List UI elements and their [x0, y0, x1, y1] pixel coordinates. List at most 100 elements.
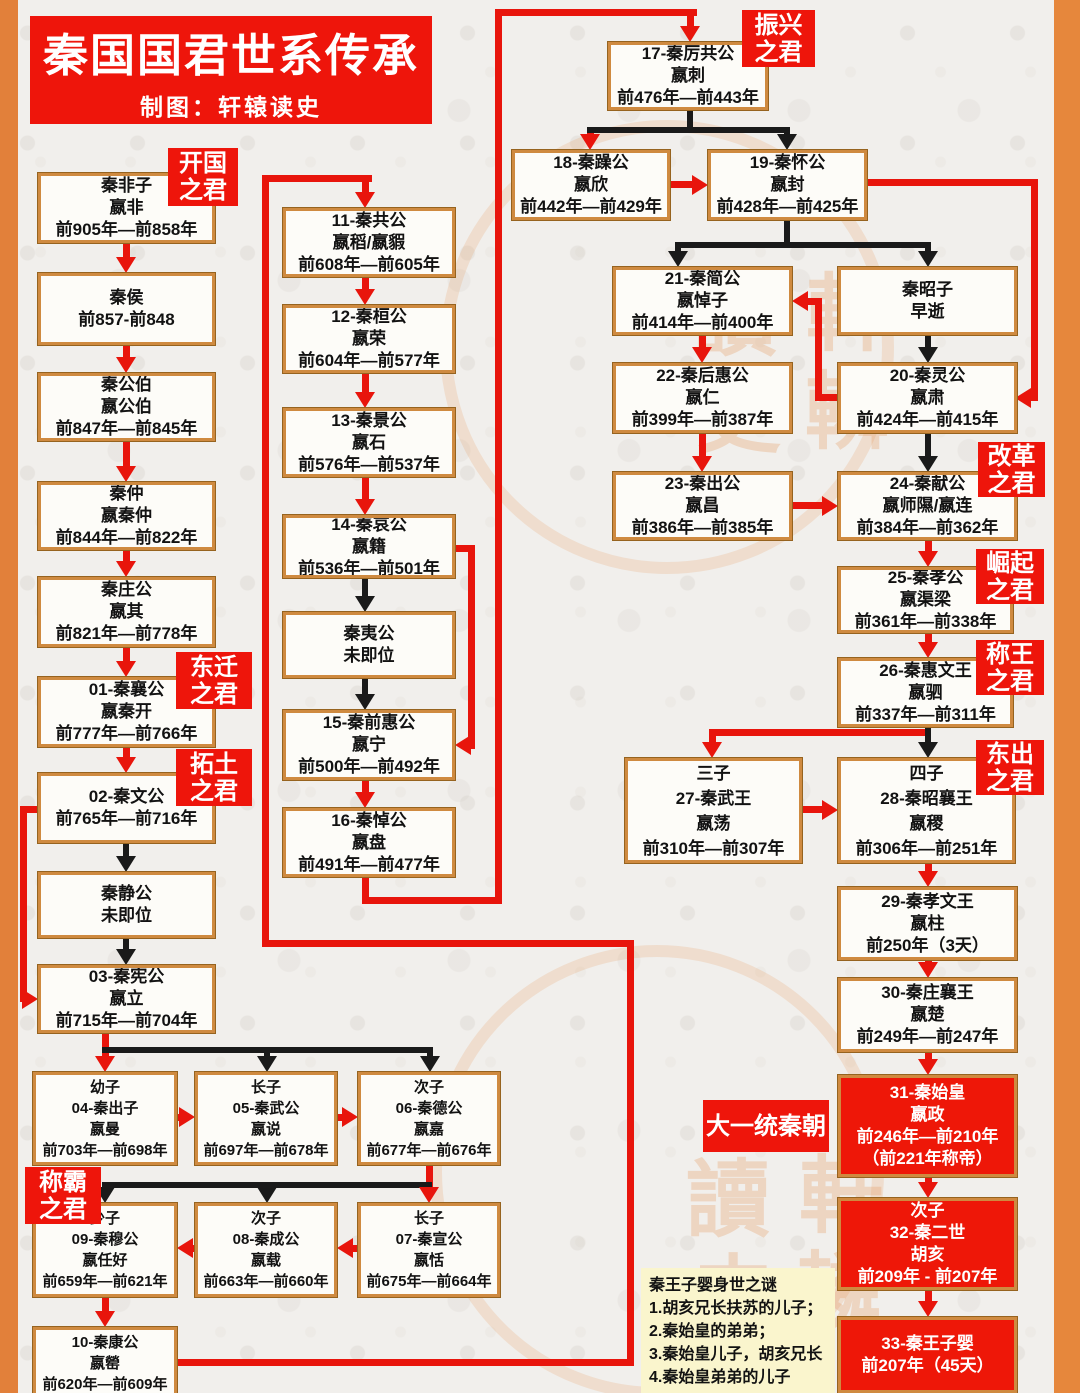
node-text-line: 前476年—前443年 — [617, 88, 759, 107]
red-arrowhead-down — [680, 26, 700, 42]
black-arrowhead-down — [918, 742, 938, 758]
connector-red-segment — [20, 806, 27, 1002]
badge-text-line: 东迁 — [190, 653, 238, 681]
red-arrowhead-down — [918, 1301, 938, 1317]
connector-red-segment — [123, 243, 130, 258]
badge-text-line: 之君 — [754, 38, 803, 66]
node-text-line: 前384年—前362年 — [856, 518, 999, 537]
node-24-xiangong: 24-秦献公嬴师隰/嬴连前384年—前362年 — [837, 471, 1018, 541]
node-03-xiangong: 03-秦宪公嬴立前715年—前704年 — [37, 964, 216, 1034]
node-text-line: 前715年—前704年 — [55, 1011, 198, 1030]
red-arrowhead-down — [702, 742, 722, 758]
node-text-line: 嬴罃 — [89, 1354, 120, 1372]
red-arrowhead-down — [355, 792, 375, 808]
node-13-jinggong: 13-秦景公嬴石前576年—前537年 — [282, 407, 456, 478]
node-text-line: 前246年—前210年 — [856, 1127, 999, 1146]
node-text-line: 前424年—前415年 — [856, 410, 999, 429]
node-19-huaigong: 19-秦怀公嬴封前428年—前425年 — [707, 149, 868, 221]
connector-red-segment — [362, 780, 369, 793]
red-arrowhead-down — [116, 257, 136, 273]
node-text-line: 未即位 — [343, 646, 395, 665]
node-qin-hou: 秦侯前857-前848 — [37, 272, 216, 346]
node-20-linggong: 20-秦灵公嬴肃前424年—前415年 — [837, 362, 1018, 434]
era-badge-zhenxing: 振兴之君 — [742, 10, 815, 67]
black-arrowhead-down — [777, 134, 797, 150]
red-arrowhead-down — [116, 561, 136, 577]
node-text-line: 嬴籍 — [352, 536, 386, 556]
node-text-line: 秦仲 — [109, 484, 144, 503]
connector-black-segment — [784, 220, 790, 248]
node-text-line: 12-秦桓公 — [331, 307, 407, 326]
node-text-line: 次子 — [413, 1078, 444, 1096]
node-text-line: 05-秦武公 — [232, 1099, 300, 1117]
red-arrowhead-down — [918, 962, 938, 978]
red-arrowhead-right — [179, 1107, 195, 1127]
connector-red-segment — [426, 1165, 433, 1188]
note-text-line: 1.胡亥兄长扶苏的儿子； — [649, 1300, 823, 1317]
red-arrowhead-down — [918, 871, 938, 887]
node-text-line: 前677年—前676年 — [366, 1141, 492, 1159]
node-text-line: 次子 — [250, 1210, 281, 1227]
node-text-line: 前207年（45天） — [861, 1356, 994, 1375]
badge-text-line: 之君 — [39, 1195, 87, 1223]
badge-text-line: 称霸 — [39, 1168, 87, 1196]
node-text-line: 嬴宁 — [352, 735, 386, 754]
node-text-line: 嬴政 — [910, 1105, 945, 1124]
connector-red-segment — [336, 1114, 344, 1121]
node-01-xianggong: 01-秦襄公嬴秦开前777年—前766年 — [37, 676, 216, 748]
node-text-line: 前765年—前716年 — [55, 809, 198, 828]
node-text-line: 嬴荣 — [352, 329, 386, 348]
node-text-line: 嬴驷 — [908, 682, 943, 702]
connector-red-segment — [495, 9, 697, 16]
connector-red-segment — [668, 181, 694, 188]
poster-title-block: 秦国国君世系传承 制图：轩辕读史 — [30, 16, 432, 124]
badge-text-line: 改革 — [987, 442, 1036, 470]
node-text-line: 次子 — [910, 1201, 945, 1220]
connector-red-segment — [20, 806, 42, 813]
era-badge-gaige: 改革之君 — [978, 442, 1045, 497]
node-text-line: 嬴恬 — [413, 1252, 444, 1269]
node-text-line: 前777年—前766年 — [55, 724, 198, 743]
era-badge-jueqi: 崛起之君 — [976, 549, 1044, 604]
node-text-line: 嬴肃 — [910, 388, 945, 407]
node-text-line: 嬴渠梁 — [900, 590, 951, 609]
red-arrowhead-down — [355, 499, 375, 515]
red-arrowhead-down — [116, 757, 136, 773]
red-arrowhead-right — [822, 496, 838, 516]
note-text-line: 4.秦始皇弟弟的儿子 — [649, 1369, 791, 1386]
node-text-line: 嬴秦仲 — [101, 506, 152, 525]
node-qin-zhaozi: 秦昭子早逝 — [837, 266, 1018, 336]
badge-text-line: 之君 — [986, 667, 1034, 695]
connector-red-segment — [102, 1033, 109, 1056]
red-arrowhead-left — [455, 735, 471, 755]
connector-black-segment — [362, 578, 368, 597]
connector-red-segment — [123, 550, 130, 562]
connector-red-segment — [362, 373, 369, 393]
node-text-line: 09-秦穆公 — [71, 1231, 139, 1248]
node-text-line: 前491年—前477年 — [298, 854, 440, 874]
connector-red-segment — [362, 175, 369, 193]
node-text-line: 秦侯 — [109, 288, 144, 307]
poster-credit: 制图：轩辕读史 — [140, 93, 322, 120]
red-arrowhead-down — [355, 192, 375, 208]
badge-text-line: 之君 — [190, 680, 238, 708]
node-qin-zhong: 秦仲嬴秦仲前844年—前822年 — [37, 481, 216, 551]
badge-text-line: 之君 — [986, 767, 1034, 795]
node-text-line: 长子 — [250, 1078, 281, 1096]
connector-red-segment — [925, 1290, 932, 1303]
note-text-line: 3.秦始皇儿子，胡亥兄长 — [649, 1346, 823, 1363]
node-qin-jinggong: 秦静公未即位 — [37, 871, 216, 939]
era-badge-dongchu: 东出之君 — [976, 740, 1044, 795]
node-16-daogong: 16-秦悼公嬴盘前491年—前477年 — [282, 807, 456, 878]
era-badge-chengwang: 称王之君 — [976, 640, 1044, 695]
era-badge-dongqian: 东迁之君 — [176, 652, 252, 709]
node-31-shihuang: 31-秦始皇嬴政前246年—前210年（前221年称帝） — [837, 1074, 1018, 1178]
connector-black-segment — [362, 678, 368, 695]
node-22-houhuigong: 22-秦后惠公嬴仁前399年—前387年 — [612, 362, 793, 434]
connector-red-segment — [123, 345, 130, 358]
node-text-line: 24-秦献公 — [889, 474, 966, 493]
node-text-line: 32-秦二世 — [889, 1223, 966, 1242]
